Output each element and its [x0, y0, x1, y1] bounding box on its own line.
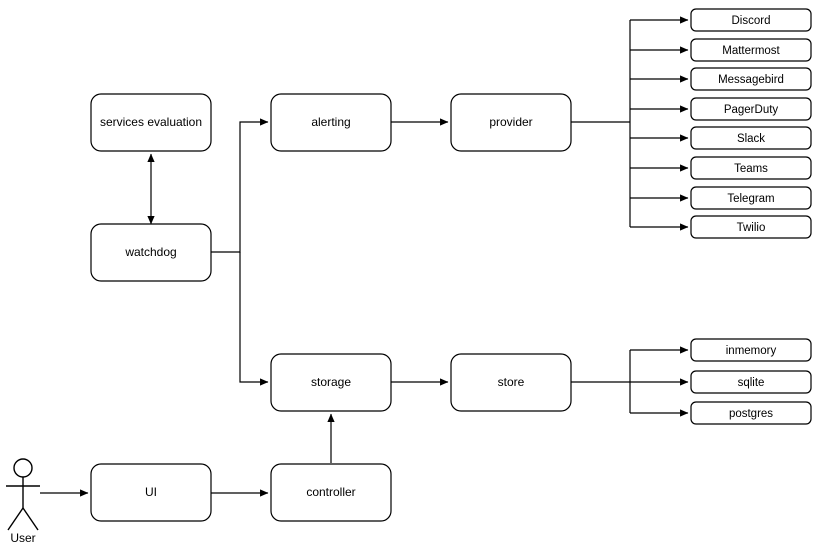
- actor-leg-left-icon: [7, 507, 24, 531]
- leaf-twilio-label: Twilio: [737, 222, 766, 234]
- leaf-postgres-label: postgres: [729, 408, 773, 420]
- leaf-inmemory[interactable]: inmemory: [690, 338, 812, 362]
- leaf-pagerduty[interactable]: PagerDuty: [690, 97, 812, 121]
- leaf-teams[interactable]: Teams: [690, 156, 812, 180]
- leaf-mattermost[interactable]: Mattermost: [690, 38, 812, 62]
- leaf-messagebird[interactable]: Messagebird: [690, 67, 812, 91]
- leaf-slack-label: Slack: [737, 133, 765, 145]
- leaf-telegram[interactable]: Telegram: [690, 186, 812, 210]
- actor-user[interactable]: User: [6, 458, 40, 545]
- node-storage-box: [270, 353, 392, 412]
- node-services-evaluation[interactable]: services evaluation: [90, 93, 212, 152]
- node-watchdog[interactable]: watchdog: [90, 223, 212, 282]
- node-controller[interactable]: controller: [270, 463, 392, 522]
- node-provider-box: [450, 93, 572, 152]
- leaf-messagebird-box: [690, 67, 812, 91]
- node-services-evaluation-label: services evaluation: [100, 115, 202, 129]
- leaf-mattermost-box: [690, 38, 812, 62]
- node-controller-label: controller: [306, 485, 355, 499]
- leaf-twilio[interactable]: Twilio: [690, 215, 812, 239]
- edge-watchdog-to-storage: [239, 252, 269, 386]
- node-watchdog-label: watchdog: [124, 245, 176, 259]
- leaf-messagebird-label: Messagebird: [718, 74, 784, 86]
- node-provider[interactable]: provider: [450, 93, 572, 152]
- leaf-postgres[interactable]: postgres: [690, 401, 812, 425]
- node-alerting[interactable]: alerting: [270, 93, 392, 152]
- leaf-mattermost-label: Mattermost: [722, 45, 780, 57]
- node-watchdog-box: [90, 223, 212, 282]
- leaf-twilio-box: [690, 215, 812, 239]
- leaf-sqlite[interactable]: sqlite: [690, 370, 812, 394]
- leaf-teams-label: Teams: [734, 163, 768, 175]
- leaf-sqlite-label: sqlite: [738, 377, 765, 389]
- edge-watchdog-to-alerting: [211, 118, 269, 253]
- leaf-pagerduty-label: PagerDuty: [724, 104, 779, 116]
- node-ui-label: UI: [145, 485, 157, 499]
- leaf-slack-box: [690, 126, 812, 150]
- node-provider-label: provider: [489, 115, 532, 129]
- leaf-discord-label: Discord: [732, 15, 771, 27]
- node-storage-label: storage: [311, 375, 351, 389]
- leaf-teams-box: [690, 156, 812, 180]
- node-alerting-label: alerting: [311, 115, 350, 129]
- node-store[interactable]: store: [450, 353, 572, 412]
- node-storage[interactable]: storage: [270, 353, 392, 412]
- node-alerting-box: [270, 93, 392, 152]
- node-services-evaluation-box: [90, 93, 212, 152]
- leaf-pagerduty-box: [690, 97, 812, 121]
- actor-head-icon: [13, 458, 33, 478]
- leaf-postgres-box: [690, 401, 812, 425]
- leaf-sqlite-box: [690, 370, 812, 394]
- node-ui-box: [90, 463, 212, 522]
- node-controller-box: [270, 463, 392, 522]
- node-ui[interactable]: UI: [90, 463, 212, 522]
- leaf-telegram-label: Telegram: [727, 193, 774, 205]
- leaf-slack[interactable]: Slack: [690, 126, 812, 150]
- leaf-telegram-box: [690, 186, 812, 210]
- leaf-inmemory-label: inmemory: [726, 345, 777, 357]
- leaf-discord-box: [690, 8, 812, 32]
- actor-label: User: [10, 531, 35, 545]
- node-store-box: [450, 353, 572, 412]
- leaf-inmemory-box: [690, 338, 812, 362]
- actor-leg-right-icon: [22, 507, 39, 531]
- leaf-discord[interactable]: Discord: [690, 8, 812, 32]
- node-store-label: store: [498, 375, 525, 389]
